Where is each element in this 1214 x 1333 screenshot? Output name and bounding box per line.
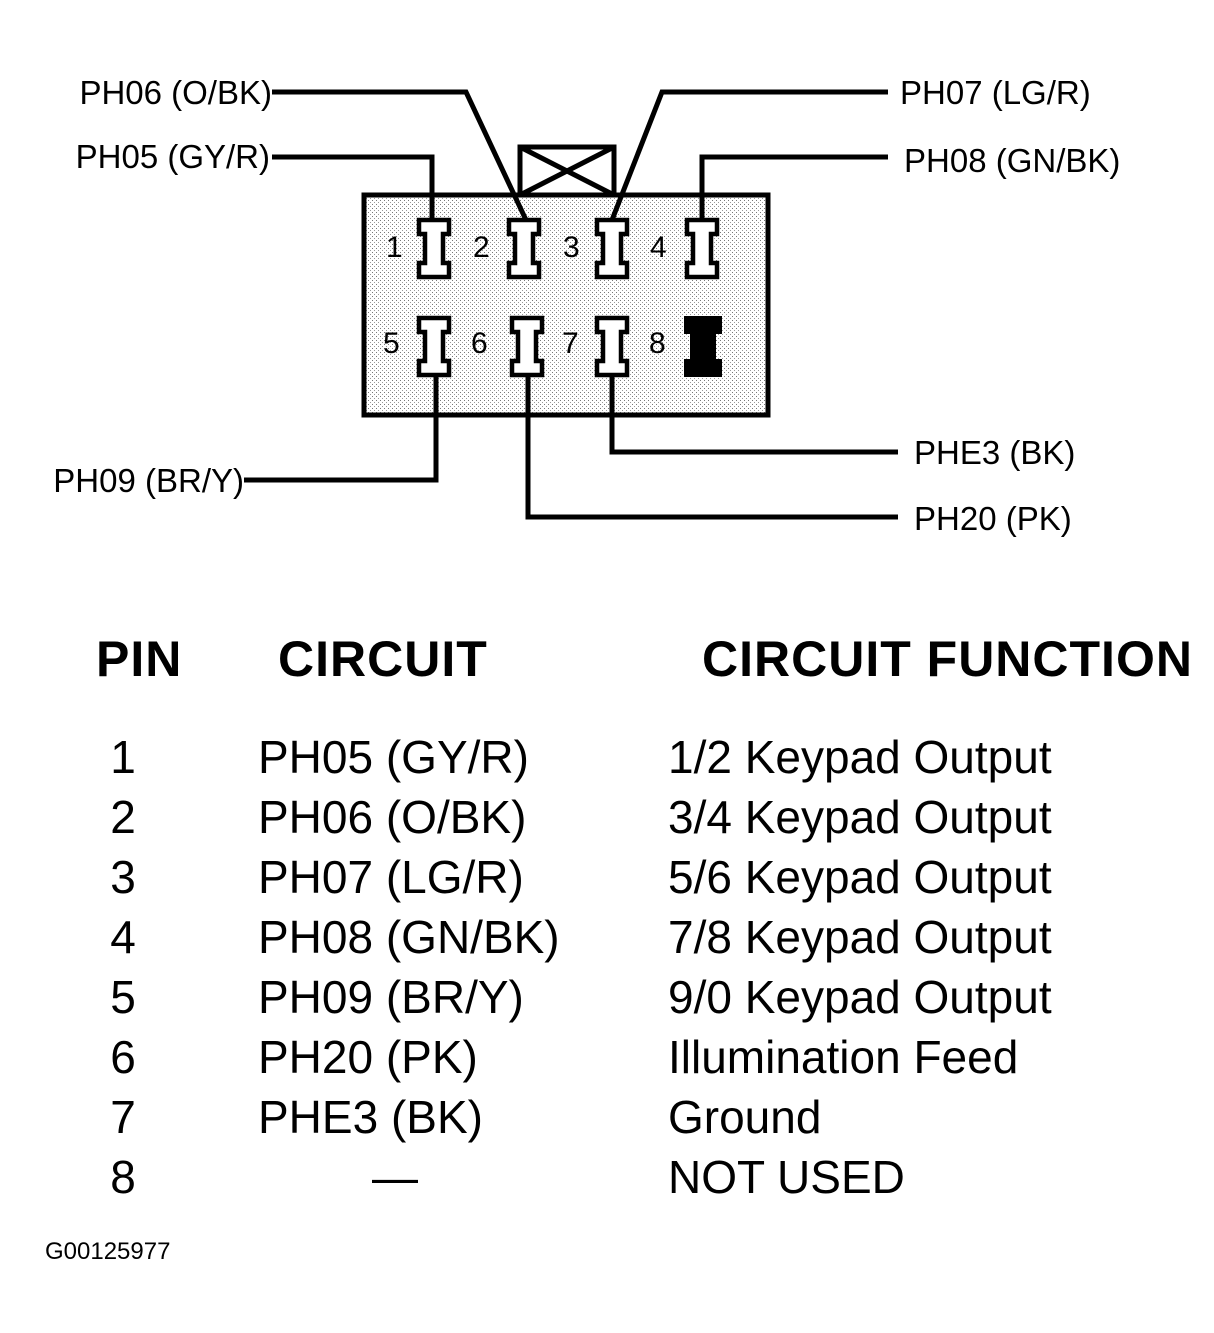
row-pin: 3	[110, 851, 136, 903]
row-function: 9/0 Keypad Output	[668, 971, 1052, 1023]
pin-number-2: 2	[473, 231, 490, 264]
header-circuit-function: CIRCUIT FUNCTION	[702, 631, 1193, 687]
wire-label-ph06: PH06 (O/BK)	[79, 74, 272, 111]
row-circuit: PH20 (PK)	[258, 1031, 478, 1083]
table-row: 1 PH05 (GY/R) 1/2 Keypad Output	[0, 730, 1214, 790]
terminal-pin-7	[594, 315, 630, 378]
table-row: 8 — NOT USED	[0, 1150, 1214, 1210]
row-pin: 2	[110, 791, 136, 843]
header-circuit: CIRCUIT	[278, 631, 488, 687]
row-circuit: PH09 (BR/Y)	[258, 971, 524, 1023]
header-pin: PIN	[96, 631, 183, 687]
figure-code: G00125977	[45, 1238, 171, 1265]
row-function: 5/6 Keypad Output	[668, 851, 1052, 903]
terminal-pin-5	[416, 315, 452, 378]
wire-ph20	[525, 374, 898, 520]
wire-label-ph05: PH05 (GY/R)	[76, 138, 270, 175]
wire-label-ph09: PH09 (BR/Y)	[53, 462, 244, 499]
terminal-pin-6	[509, 315, 545, 378]
row-circuit: PH07 (LG/R)	[258, 851, 524, 903]
row-pin: 6	[110, 1031, 136, 1083]
pin-number-1: 1	[386, 231, 403, 264]
pin-number-3: 3	[563, 231, 580, 264]
table-row: 6 PH20 (PK) Illumination Feed	[0, 1030, 1214, 1090]
terminal-pin-3	[594, 217, 630, 280]
wire-ph09	[244, 374, 439, 483]
row-pin: 4	[110, 911, 136, 963]
pin-number-5: 5	[383, 327, 400, 360]
pin-number-7: 7	[562, 327, 579, 360]
terminal-pin-1	[416, 217, 452, 280]
wire-label-phe3: PHE3 (BK)	[914, 434, 1075, 471]
wire-phe3	[609, 374, 898, 455]
terminal-pin-4	[684, 217, 720, 280]
wire-label-ph07: PH07 (LG/R)	[900, 74, 1091, 111]
connector-lock-tab	[517, 144, 617, 198]
table-row: 3 PH07 (LG/R) 5/6 Keypad Output	[0, 850, 1214, 910]
terminal-pin-2	[506, 217, 542, 280]
row-function: NOT USED	[668, 1151, 905, 1203]
wire-ph07	[609, 89, 888, 221]
wire-ph08	[699, 154, 888, 220]
wire-label-ph20: PH20 (PK)	[914, 500, 1072, 537]
wire-ph06	[272, 89, 529, 222]
row-circuit: PH05 (GY/R)	[258, 731, 529, 783]
row-function: 1/2 Keypad Output	[668, 731, 1052, 783]
pin-number-8: 8	[649, 327, 666, 360]
row-function: 7/8 Keypad Output	[668, 911, 1052, 963]
row-function: 3/4 Keypad Output	[668, 791, 1052, 843]
row-pin: 7	[110, 1091, 136, 1143]
row-circuit: PH08 (GN/BK)	[258, 911, 560, 963]
wire-label-ph08: PH08 (GN/BK)	[904, 142, 1120, 179]
table-row: 2 PH06 (O/BK) 3/4 Keypad Output	[0, 790, 1214, 850]
wire-ph05	[272, 154, 435, 220]
terminal-pin-8-unused	[684, 316, 722, 377]
row-function: Illumination Feed	[668, 1031, 1019, 1083]
row-circuit: PHE3 (BK)	[258, 1091, 483, 1143]
pin-number-4: 4	[650, 231, 667, 264]
row-pin: 8	[110, 1151, 136, 1203]
row-function: Ground	[668, 1091, 822, 1143]
row-circuit: PH06 (O/BK)	[258, 791, 527, 843]
table-row: 4 PH08 (GN/BK) 7/8 Keypad Output	[0, 910, 1214, 970]
row-circuit: —	[372, 1151, 418, 1203]
row-pin: 5	[110, 971, 136, 1023]
table-row: 7 PHE3 (BK) Ground	[0, 1090, 1214, 1150]
table-row: 5 PH09 (BR/Y) 9/0 Keypad Output	[0, 970, 1214, 1030]
row-pin: 1	[110, 731, 136, 783]
pin-number-6: 6	[471, 327, 488, 360]
connector-diagram: 1 2 3 4 5 6 7 8 PH06 (O/BK) PH05 (GY/R) …	[53, 74, 1120, 537]
